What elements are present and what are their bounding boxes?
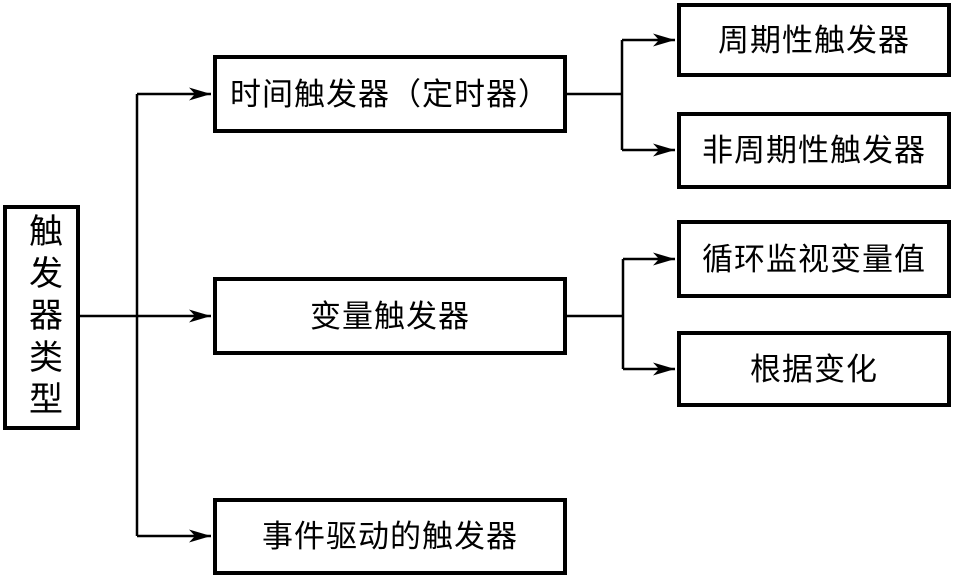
node-on-change-label: 根据变化 [750,351,878,387]
node-aperiodic-trigger-label: 非周期性触发器 [702,133,926,168]
node-loop-monitor-variable-label: 循环监视变量值 [702,241,926,277]
node-event-driven-trigger: 事件驱动的触发器 [213,498,567,575]
node-trigger-types-label: 触发器类型 [23,212,61,423]
node-variable-trigger-label: 变量触发器 [310,298,470,334]
node-event-driven-trigger-label: 事件驱动的触发器 [262,519,518,554]
node-time-trigger: 时间触发器（定时器） [213,55,567,133]
node-periodic-trigger: 周期性触发器 [677,3,951,77]
node-loop-monitor-variable: 循环监视变量值 [677,220,951,298]
node-variable-trigger: 变量触发器 [213,277,567,355]
node-on-change: 根据变化 [677,331,951,407]
node-aperiodic-trigger: 非周期性触发器 [677,112,951,189]
node-periodic-trigger-label: 周期性触发器 [718,22,910,58]
node-trigger-types: 触发器类型 [3,205,80,430]
node-time-trigger-label: 时间触发器（定时器） [230,76,550,112]
